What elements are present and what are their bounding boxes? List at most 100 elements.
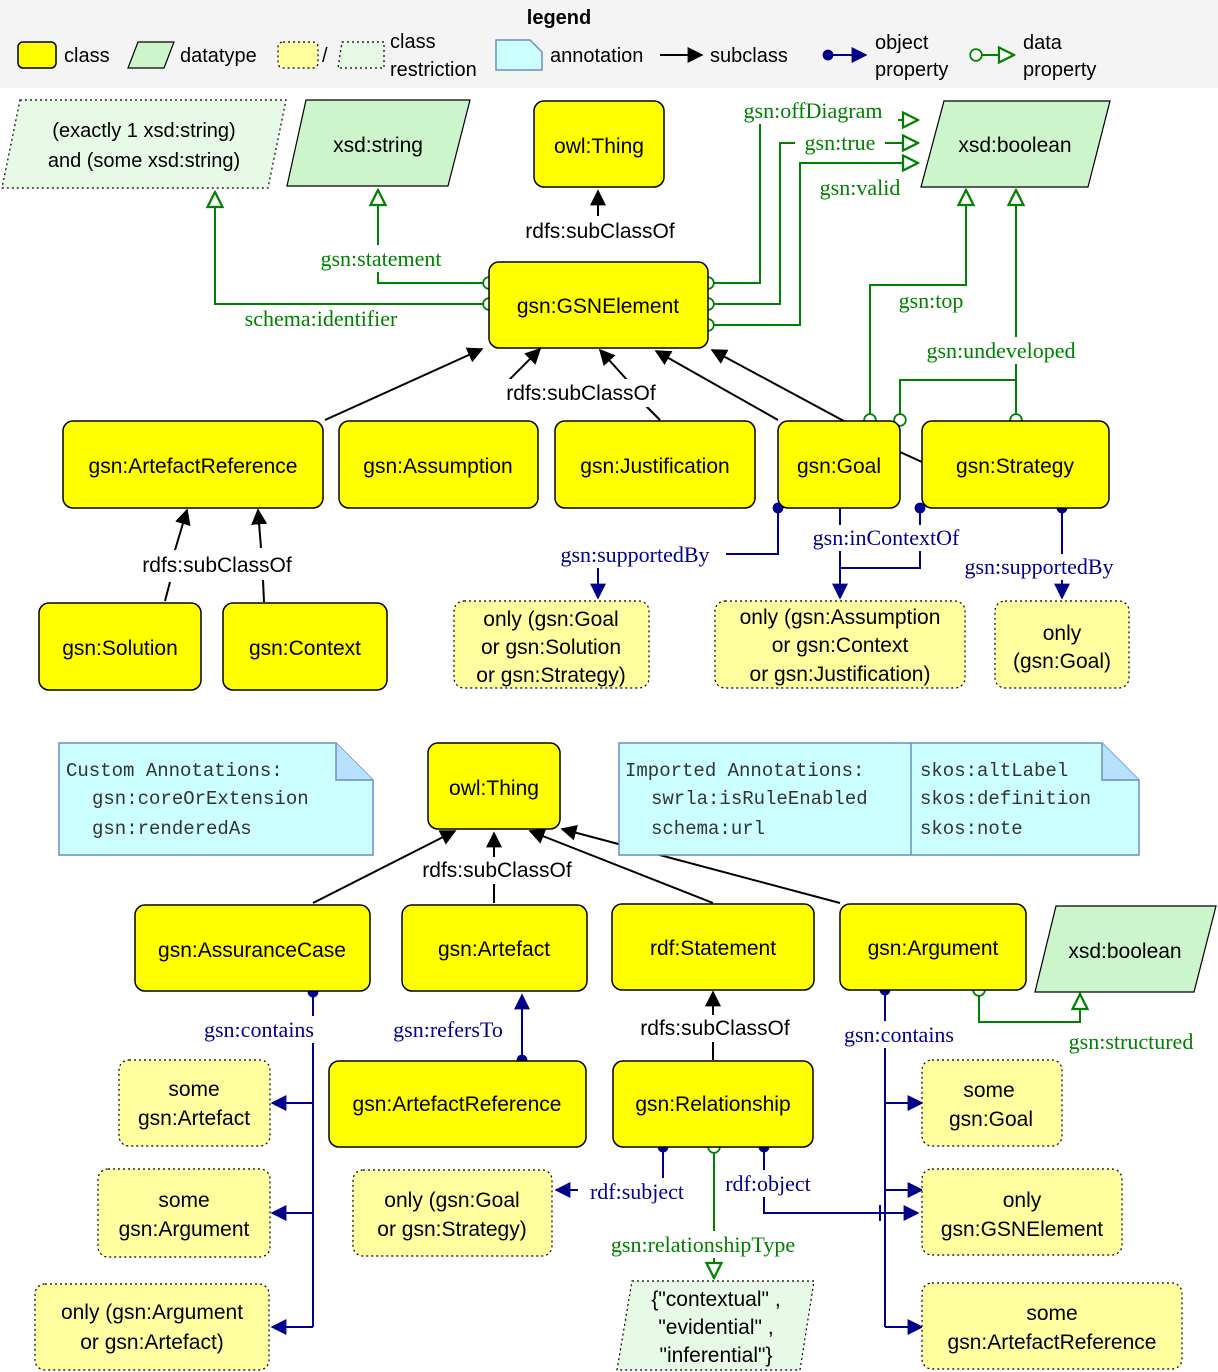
artefact-reference-label-bottom: gsn:ArtefactReference: [353, 1093, 562, 1116]
label-bg-supportedby-goal: [546, 542, 726, 568]
solution-label: gsn:Solution: [62, 637, 178, 660]
xsd-string-label: xsd:string: [333, 134, 423, 157]
strategy-node: [921, 420, 1110, 509]
solution-node: [38, 602, 202, 691]
edge-valid: [708, 163, 918, 325]
restr-only-arg-1: only (gsn:Argument: [61, 1301, 243, 1324]
restr-strategy-line-1: only: [1043, 622, 1082, 645]
argument-label: gsn:Argument: [868, 937, 999, 960]
xsd-string-node: [286, 99, 471, 187]
legend-background: [0, 0, 1218, 88]
edge-object: [758, 1141, 920, 1221]
label-bg-refersto: [380, 1016, 516, 1043]
supportedby-goal-restriction: [453, 600, 650, 689]
label-top: gsn:top: [899, 288, 964, 313]
label-statement: gsn:statement: [321, 246, 442, 271]
some-argument-restriction: [97, 1168, 271, 1258]
bottom-nodes: Custom Annotations: gsn:coreOrExtension …: [34, 742, 1217, 1371]
legend-data-property-label-2: property: [1023, 59, 1096, 81]
edge-context-subclass-tail: [262, 579, 265, 603]
artefact-reference-node-top: [62, 420, 324, 509]
restr-some-argument-2: gsn:Argument: [119, 1218, 250, 1241]
label-bg-offdiagram: [730, 98, 898, 124]
only-argument-artefact-restriction: [34, 1283, 270, 1371]
imported-annotations-note: [618, 742, 1140, 856]
label-subclassof-top: rdfs:subClassOf: [525, 220, 675, 243]
artefact-label: gsn:Artefact: [438, 938, 550, 961]
some-aref-restriction: [921, 1282, 1183, 1370]
assurance-case-label: gsn:AssuranceCase: [158, 939, 346, 962]
xsd-boolean-label-top: xsd:boolean: [958, 134, 1071, 157]
artefact-node: [401, 904, 588, 992]
restr-goal-line-3: or gsn:Strategy): [476, 664, 625, 687]
label-bg-contains-assurance: [192, 1016, 326, 1043]
label-supportedby-strategy: gsn:supportedBy: [964, 554, 1113, 579]
relationship-type-enum: [616, 1280, 815, 1371]
some-artefact-restriction: [118, 1059, 271, 1147]
edge-goal-subclass: [654, 350, 779, 421]
edge-justification-subclass: [598, 348, 629, 382]
xsd-boolean-node-bottom: [1034, 905, 1217, 993]
edge-justification-subclass-tail: [644, 404, 661, 421]
legend-slash: /: [322, 45, 328, 67]
assumption-node: [338, 420, 539, 509]
legend: legend class datatype / class restrictio…: [0, 0, 1218, 88]
label-offdiagram: gsn:offDiagram: [744, 98, 883, 123]
identifier-restriction: [1, 99, 287, 189]
context-label: gsn:Context: [249, 637, 361, 660]
context-node: [222, 602, 388, 691]
restr-only-element-2: gsn:GSNElement: [941, 1218, 1103, 1241]
restr-some-aref-1: some: [1026, 1302, 1077, 1325]
edge-artefactref-subclass: [324, 347, 484, 421]
argument-node: [839, 903, 1027, 991]
imported-ann-line-3: skos:altLabel: [920, 760, 1068, 782]
label-contains-argument: gsn:contains: [844, 1022, 954, 1047]
edge-assumption-subclass: [506, 347, 542, 383]
custom-annotations-fold: [335, 743, 373, 781]
label-bg-supportedby-strategy: [950, 554, 1130, 580]
restr-context-line-1: only (gsn:Assumption: [740, 606, 941, 629]
restr-some-argument-1: some: [158, 1189, 209, 1212]
restr-goal-line-2: or gsn:Solution: [481, 636, 621, 659]
supportedby-strategy-restriction: [994, 600, 1130, 689]
gsn-element-label: gsn:GSNElement: [517, 295, 679, 318]
label-object: rdf:object: [725, 1171, 811, 1196]
label-subclassof-children: rdfs:subClassOf: [506, 382, 656, 405]
legend-class-swatch: [17, 41, 57, 69]
label-bg-true: [795, 131, 885, 155]
label-subject: rdf:subject: [590, 1179, 684, 1204]
legend-class-label: class: [64, 45, 110, 67]
label-bg-contains-argument: [832, 1021, 966, 1048]
bottom-labels: rdfs:subClassOf gsn:contains gsn:refersT…: [192, 857, 1193, 1258]
label-supportedby-goal: gsn:supportedBy: [560, 542, 709, 567]
goal-node: [777, 420, 901, 509]
restr-only-element-1: only: [1003, 1189, 1042, 1212]
edge-structured: [979, 990, 1080, 1023]
identifier-restriction-line-1: (exactly 1 xsd:string): [52, 120, 235, 142]
label-bg-incontextof: [798, 525, 974, 551]
label-bg-top: [888, 287, 972, 313]
assumption-label: gsn:Assumption: [363, 455, 512, 478]
legend-restriction-label-1: class: [390, 31, 436, 53]
strategy-label: gsn:Strategy: [956, 455, 1074, 478]
legend-datatype-swatch: [127, 41, 175, 69]
label-contains-assurance: gsn:contains: [204, 1017, 314, 1042]
xsd-boolean-node-top: [920, 100, 1111, 188]
imported-ann-line-5: skos:note: [920, 818, 1023, 840]
edge-argument-subclass: [560, 824, 841, 904]
label-bg-object: [716, 1170, 820, 1197]
restr-goal-line-1: only (gsn:Goal: [483, 608, 618, 631]
identifier-restriction-line-2: and (some xsd:string): [48, 150, 240, 172]
label-subclassof-bottom: rdfs:subClassOf: [422, 859, 572, 882]
enum-line-1: {"contextual" ,: [651, 1288, 780, 1311]
subject-restriction: [352, 1169, 553, 1257]
restr-subject-1: only (gsn:Goal: [384, 1189, 519, 1212]
imported-ann-line-2: schema:url: [651, 818, 765, 840]
goal-label: gsn:Goal: [797, 455, 881, 478]
restr-context-line-2: or gsn:Context: [772, 634, 909, 657]
legend-object-property-label-1: object: [875, 32, 929, 54]
restr-context-line-3: or gsn:Justification): [750, 663, 931, 686]
label-subclassof-relationship: rdfs:subClassOf: [640, 1017, 790, 1040]
enum-line-3: "inferential"}: [660, 1344, 773, 1367]
